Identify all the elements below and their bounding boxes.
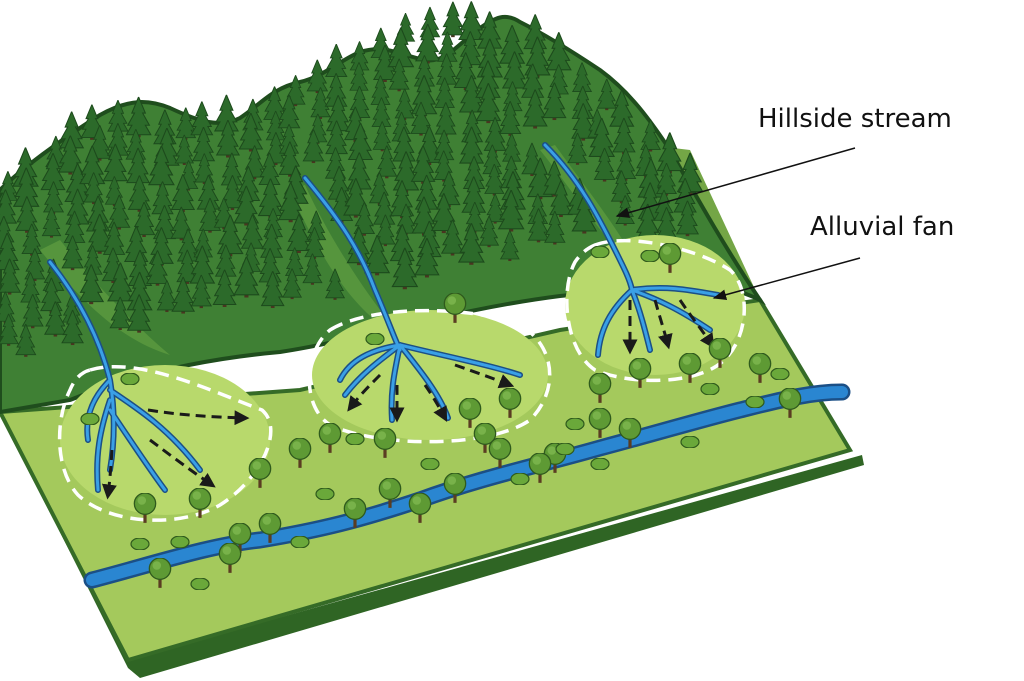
shrub-icon xyxy=(590,246,610,258)
shrub-icon xyxy=(170,536,190,548)
hillside-stream-label: Hillside stream xyxy=(758,104,952,134)
shrub-icon xyxy=(680,436,700,448)
fan-outline xyxy=(57,364,273,522)
shrub-icon xyxy=(365,333,385,345)
hillside-stream-left xyxy=(47,259,203,493)
shrub-icon xyxy=(770,368,790,380)
shrub-icon xyxy=(130,538,150,550)
fan-outline xyxy=(565,238,747,383)
shrub-icon xyxy=(120,373,140,385)
shrub-icon xyxy=(290,536,310,548)
conifer-tree-icon xyxy=(441,1,465,38)
shrub-icon xyxy=(190,578,210,590)
alluvial-fan-label: Alluvial fan xyxy=(810,212,955,242)
shrub-icon xyxy=(345,433,365,445)
shrub-icon xyxy=(640,250,660,262)
shrub-icon xyxy=(510,473,530,485)
hillside-stream-middle xyxy=(302,175,523,423)
shrub-icon xyxy=(745,396,765,408)
shrub-icon xyxy=(590,458,610,470)
shrub-icon xyxy=(80,413,100,425)
shrub-icon xyxy=(315,488,335,500)
hillside-stream-right xyxy=(542,142,721,358)
flow-arrows xyxy=(101,299,715,500)
shrub-icon xyxy=(420,458,440,470)
shrub-icon xyxy=(555,443,575,455)
shrub-icon xyxy=(565,418,585,430)
hillside-stream-leader xyxy=(615,147,856,218)
alluvial-fan-leader xyxy=(712,257,861,300)
shrub-icon xyxy=(700,383,720,395)
